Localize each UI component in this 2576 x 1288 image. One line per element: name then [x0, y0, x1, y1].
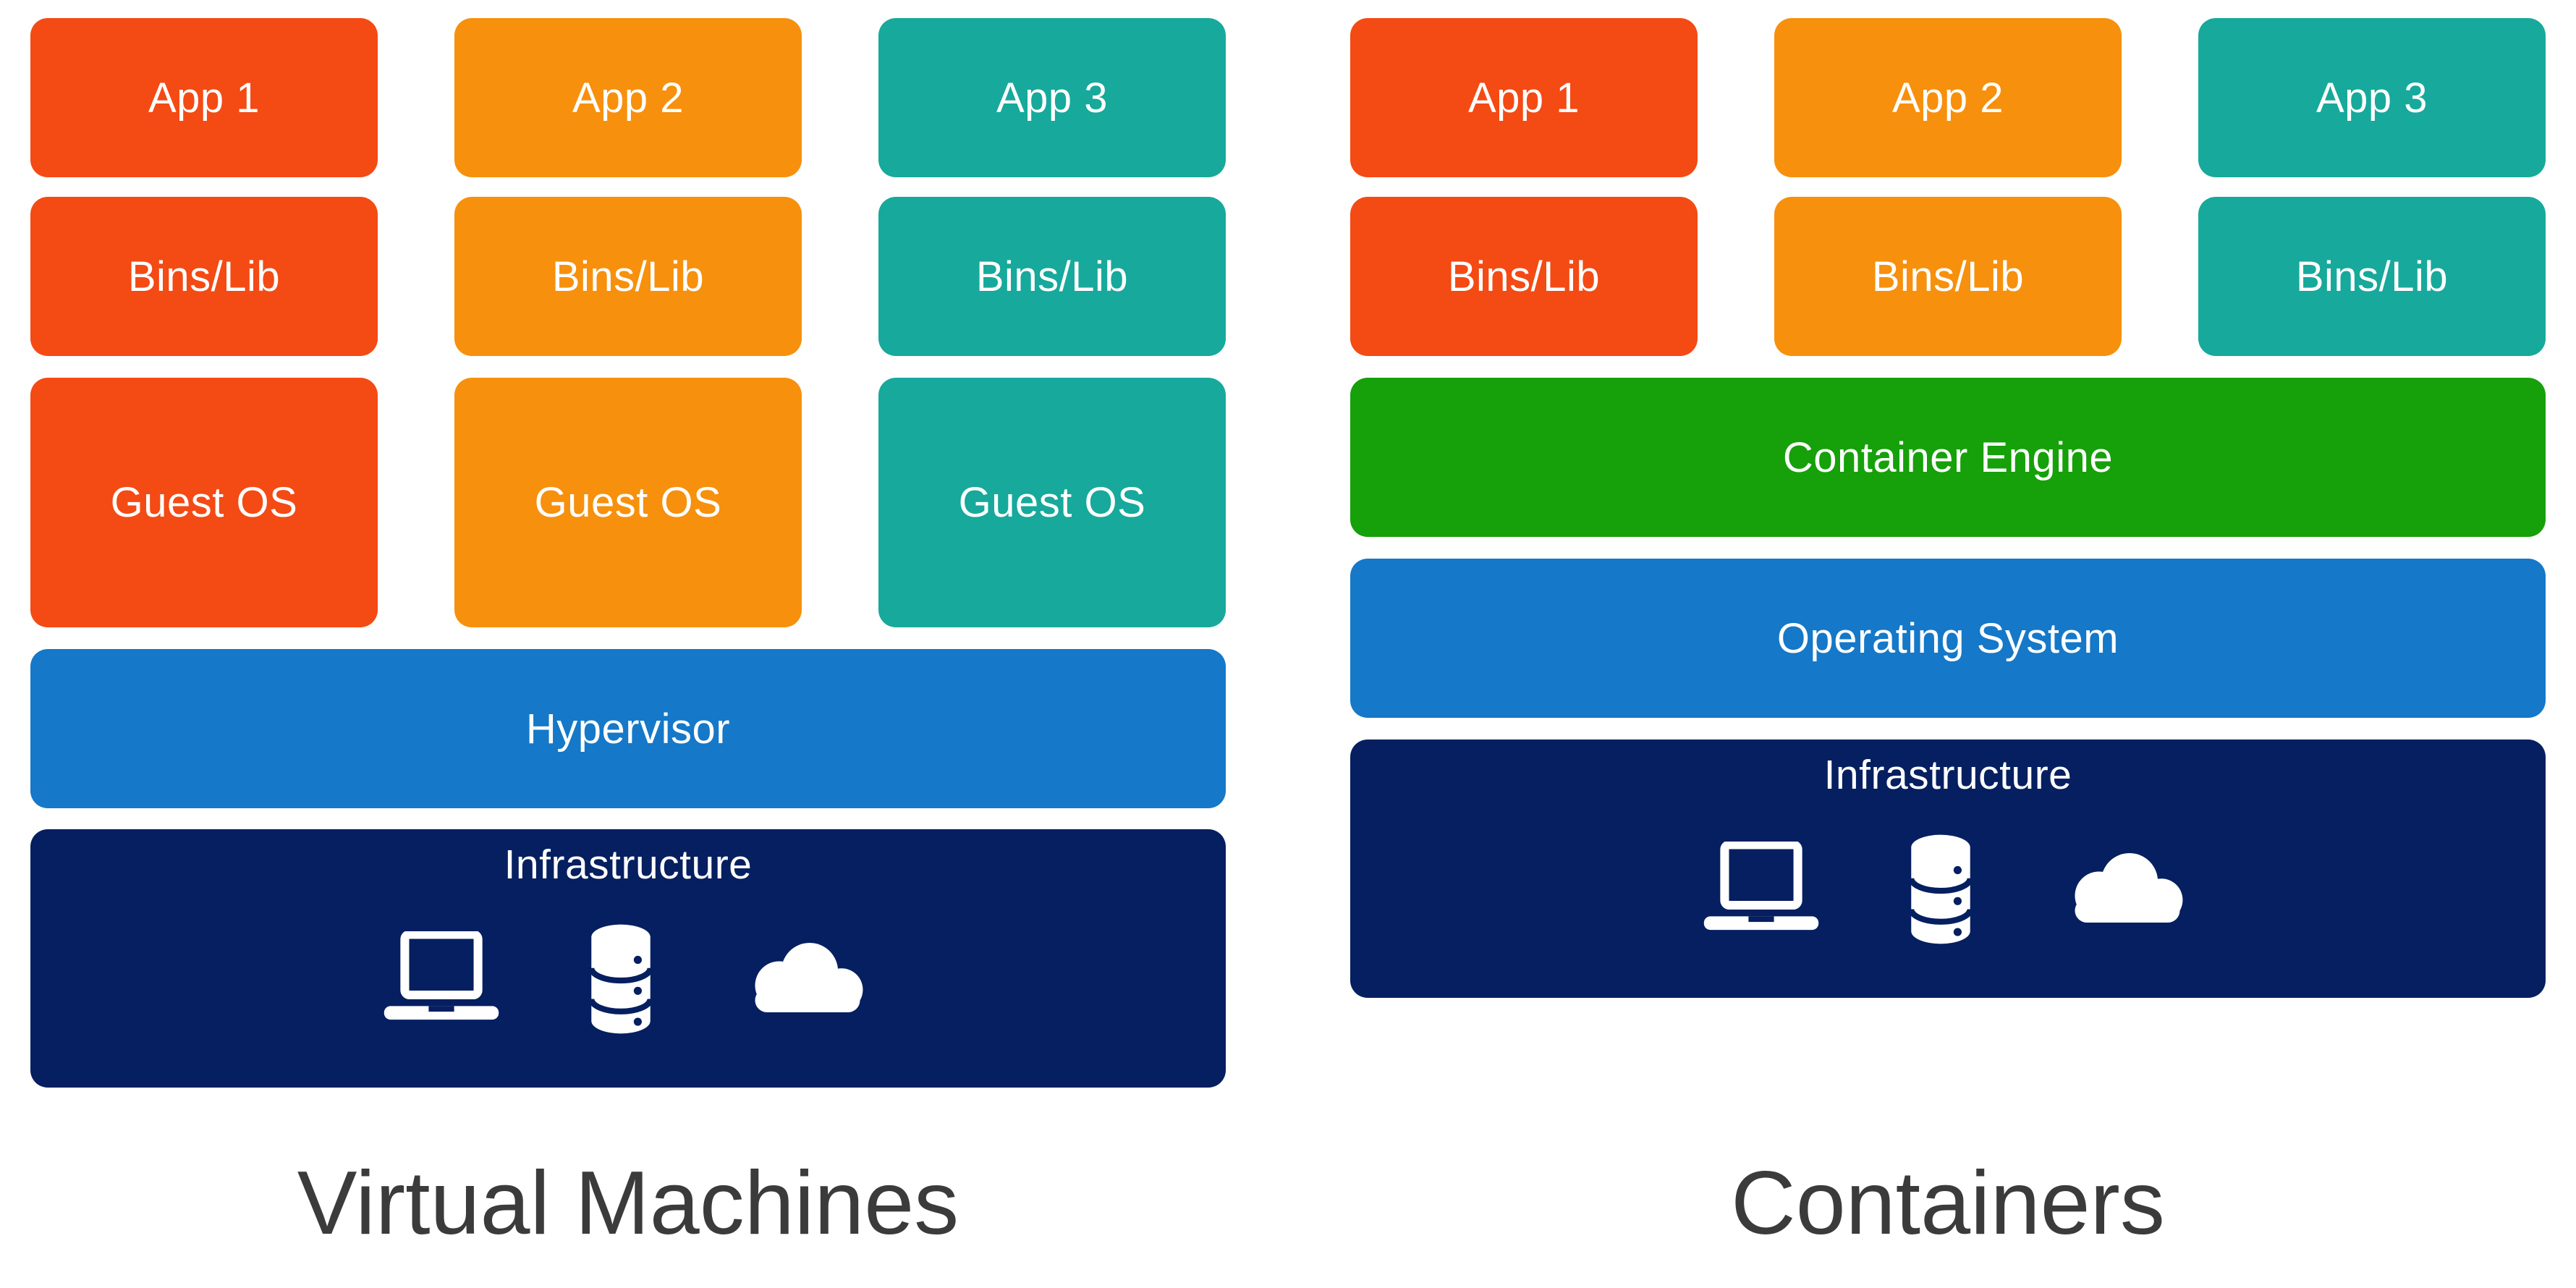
ct-infrastructure-icons — [1698, 829, 2198, 949]
ct-app3-box: App 3 — [2198, 18, 2546, 177]
vm-bins1-box: Bins/Lib — [30, 197, 378, 356]
database-icon — [580, 919, 661, 1039]
vm-bins3-box: Bins/Lib — [878, 197, 1226, 356]
vm-app2-box: App 2 — [454, 18, 802, 177]
ct-bins1-box: Bins/Lib — [1350, 197, 1698, 356]
ct-app1-box: App 1 — [1350, 18, 1698, 177]
containers-title: Containers — [1731, 1153, 2165, 1253]
ct-infrastructure-label: Infrastructure — [1823, 752, 2072, 798]
vm-infrastructure-label: Infrastructure — [504, 842, 753, 888]
ct-infrastructure-bar: Infrastructure — [1350, 740, 2546, 998]
vm-app3-box: App 3 — [878, 18, 1226, 177]
cloud-icon — [2056, 844, 2198, 934]
vm-infrastructure-bar: Infrastructure — [30, 829, 1226, 1088]
vm-infrastructure-icons — [378, 919, 878, 1039]
laptop-icon — [1698, 842, 1825, 937]
container-engine-bar: Container Engine — [1350, 378, 2546, 537]
vm-guestos2-box: Guest OS — [454, 378, 802, 627]
vm-guestos1-box: Guest OS — [30, 378, 378, 627]
vm-app1-box: App 1 — [30, 18, 378, 177]
vm-guestos3-box: Guest OS — [878, 378, 1226, 627]
virtual-machines-title: Virtual Machines — [297, 1153, 959, 1253]
ct-app2-box: App 2 — [1774, 18, 2122, 177]
containers-panel: App 1 App 2 App 3 Bins/Lib Bins/Lib Bins… — [1350, 0, 2546, 1288]
laptop-icon — [378, 931, 505, 1027]
ct-bins2-box: Bins/Lib — [1774, 197, 2122, 356]
hypervisor-bar: Hypervisor — [30, 649, 1226, 808]
database-icon — [1900, 829, 1981, 949]
virtual-machines-panel: App 1 App 2 App 3 Bins/Lib Bins/Lib Bins… — [30, 0, 1226, 1288]
cloud-icon — [737, 934, 878, 1024]
operating-system-bar: Operating System — [1350, 559, 2546, 718]
ct-bins3-box: Bins/Lib — [2198, 197, 2546, 356]
vm-bins2-box: Bins/Lib — [454, 197, 802, 356]
